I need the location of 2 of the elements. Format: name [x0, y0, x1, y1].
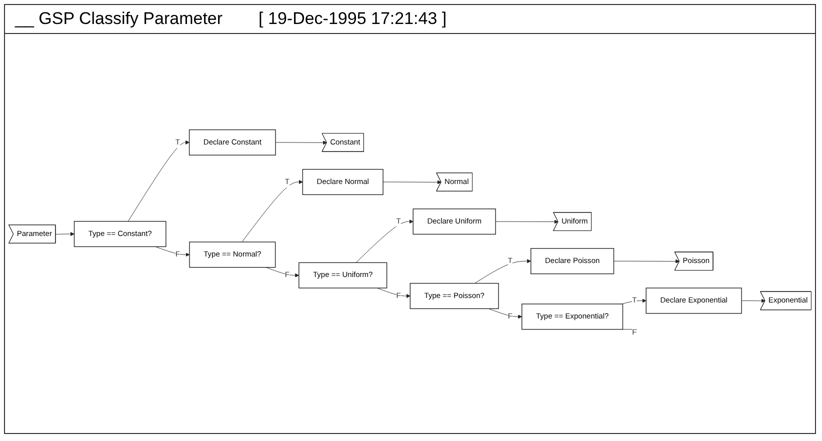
timestamp-label: [ 19-Dec-1995 17:21:43 ]: [258, 9, 447, 28]
diagram-title: __ GSP Classify Parameter: [15, 9, 223, 29]
